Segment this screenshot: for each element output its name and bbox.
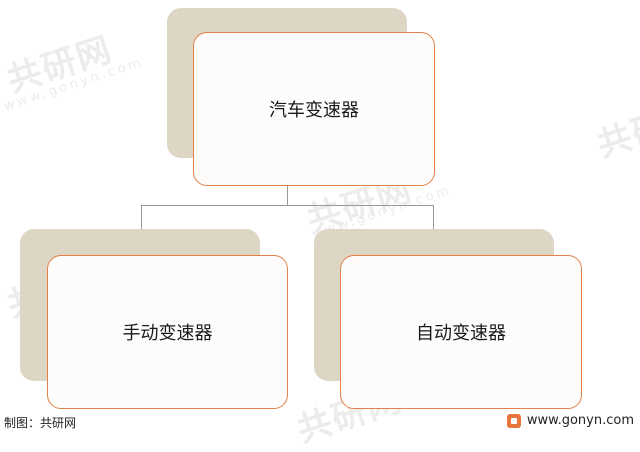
watermark-url: www.gonyn.com	[2, 54, 146, 115]
right-node-label: 自动变速器	[416, 323, 506, 344]
right-node: 自动变速器	[340, 255, 582, 409]
watermark-text: 共研网	[2, 29, 118, 101]
root-node-label: 汽车变速器	[269, 100, 359, 121]
root-node: 汽车变速器	[193, 32, 435, 186]
left-node: 手动变速器	[47, 255, 288, 409]
source-label: 制图：共研网	[4, 416, 77, 430]
connector-root-stem	[287, 185, 288, 206]
brand-logo-icon	[506, 413, 521, 428]
connector-horizontal	[141, 205, 434, 206]
footer-brand: www.gonyn.com	[506, 413, 634, 428]
watermark-text: 共研网	[592, 94, 640, 166]
left-node-label: 手动变速器	[122, 323, 213, 344]
site-url: www.gonyn.com	[526, 413, 634, 428]
